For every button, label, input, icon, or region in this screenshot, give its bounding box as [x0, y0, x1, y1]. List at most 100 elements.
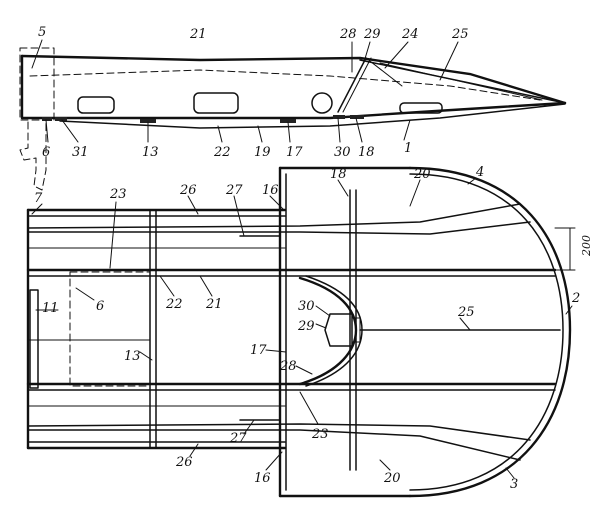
bow-outer-curve	[408, 166, 572, 498]
arched-bulkhead	[298, 276, 358, 386]
leader	[459, 317, 471, 331]
label-26: 26	[179, 183, 197, 198]
leader	[565, 305, 573, 315]
leader	[217, 125, 223, 143]
leader	[243, 419, 255, 435]
windscreen-frame-2	[342, 57, 372, 113]
label-26-lower: 26	[175, 455, 193, 470]
label-28: 28	[339, 27, 357, 42]
label-17: 17	[286, 145, 303, 160]
leader	[315, 305, 331, 317]
stringer-top	[27, 203, 521, 229]
leader	[233, 195, 245, 237]
foredeck-rib	[365, 57, 403, 87]
label-6: 6	[42, 145, 50, 160]
fitting-17	[280, 119, 296, 123]
label-23-lower: 23	[311, 427, 329, 442]
outboard-motor-outline	[19, 121, 47, 191]
label-24: 24	[401, 27, 419, 42]
windscreen-frame	[337, 57, 367, 113]
leader	[467, 177, 477, 185]
side-cutout-3	[399, 102, 443, 114]
leader	[31, 39, 43, 69]
leader	[75, 287, 95, 301]
leader	[187, 195, 199, 215]
label-18-plan: 18	[330, 167, 347, 182]
label-1: 1	[404, 141, 412, 156]
label-29-plan: 29	[297, 319, 315, 334]
leader	[159, 275, 175, 297]
label-21: 21	[189, 27, 207, 42]
leader	[265, 349, 287, 353]
label-25-plan: 25	[457, 305, 475, 320]
leader	[295, 365, 313, 375]
label-2: 2	[571, 291, 580, 306]
label-16: 16	[262, 183, 279, 198]
fitting-18	[350, 115, 364, 119]
deck-line	[29, 69, 541, 101]
label-31: 31	[72, 145, 89, 160]
leader	[199, 275, 213, 297]
leader	[269, 195, 285, 211]
label-18: 18	[358, 145, 375, 160]
leader	[315, 323, 327, 329]
side-cutout-1	[77, 96, 115, 114]
label-21-plan: 21	[205, 297, 223, 312]
bow-inner-curve	[409, 173, 564, 491]
stringer-top-2	[27, 221, 531, 235]
label-30: 30	[334, 145, 351, 160]
motor-well-outline	[69, 271, 151, 387]
sheer-line	[20, 54, 567, 105]
leader	[337, 117, 341, 143]
label-7: 7	[34, 191, 43, 206]
leader	[337, 179, 349, 197]
label-20: 20	[413, 167, 431, 182]
label-3: 3	[510, 477, 518, 492]
leader	[61, 119, 79, 143]
label-16-lower: 16	[254, 471, 271, 486]
leader	[31, 203, 43, 215]
side-cutout-2	[193, 92, 239, 114]
label-22-plan: 22	[165, 297, 183, 312]
leader	[287, 121, 291, 143]
label-28-plan: 28	[279, 359, 297, 374]
label-17-plan: 17	[250, 343, 267, 358]
steering-fitting	[324, 313, 353, 347]
label-13-plan: 13	[124, 349, 141, 364]
transom-outline	[19, 47, 55, 121]
keel-line	[59, 103, 566, 129]
leader	[439, 41, 459, 81]
leader	[355, 117, 363, 143]
label-11: 11	[42, 301, 59, 316]
leader	[189, 443, 199, 457]
label-4: 4	[475, 165, 484, 180]
stringer-bottom-2	[27, 423, 531, 441]
fitting-13	[140, 119, 156, 123]
leader	[45, 119, 49, 143]
porthole	[311, 92, 333, 114]
foredeck-edge	[379, 62, 543, 101]
label-5: 5	[38, 25, 46, 40]
dimension-label: 200	[580, 235, 593, 257]
label-6-plan: 6	[96, 299, 104, 314]
transom-knee	[29, 289, 39, 389]
leader	[265, 451, 283, 471]
bottom-line	[20, 101, 567, 120]
label-27-lower: 27	[229, 431, 247, 446]
label-20-lower: 20	[383, 471, 401, 486]
leader	[257, 125, 263, 143]
label-23: 23	[109, 187, 127, 202]
leader	[299, 391, 319, 425]
label-29: 29	[363, 27, 381, 42]
fitting-31	[55, 117, 67, 121]
label-27: 27	[225, 183, 243, 198]
leader	[384, 41, 409, 69]
plan-view: 200 7 23 26 27 16 18 20 4 2	[26, 165, 593, 498]
leader	[379, 459, 391, 471]
label-19: 19	[254, 145, 271, 160]
fitting-30	[333, 115, 345, 119]
fitting-6	[42, 117, 52, 121]
leader	[505, 467, 515, 479]
leader	[409, 179, 421, 207]
